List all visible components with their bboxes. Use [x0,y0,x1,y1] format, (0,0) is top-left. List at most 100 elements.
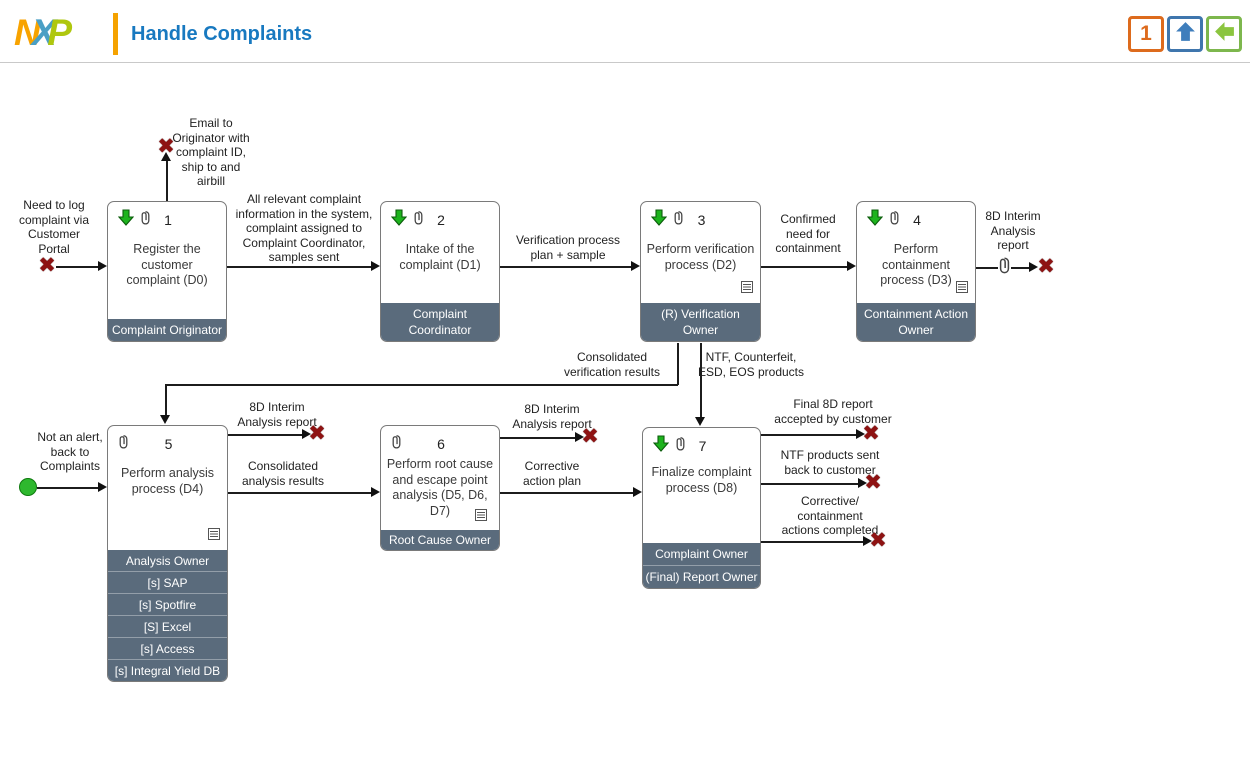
connector-line [166,160,168,201]
start-marker-icon [19,478,37,496]
node-roles: Analysis Owner [s] SAP [s] Spotfire [S] … [108,550,227,681]
system-label: [s] SAP [108,571,227,593]
paperclip-icon [998,256,1011,279]
paperclip-icon [391,434,402,454]
paperclip-icon [140,210,151,230]
edge-label: Consolidated analysis results [241,459,325,488]
node-body: 1 Register the customer complaint (D0) [108,202,226,319]
page-number-label: 1 [1140,22,1152,45]
node-title: Perform containment process (D3) [880,242,952,287]
node-roles: Root Cause Owner [381,530,499,550]
connector-line [761,541,864,543]
logo-letter: N [14,12,41,53]
edge-label: Confirmed need for containment [775,212,841,256]
node-roles: Complaint Owner (Final) Report Owner [643,543,760,588]
edge-label: 8D Interim Analysis report [237,400,317,429]
connector-line [500,266,632,268]
arrowhead-icon [161,152,171,161]
process-node-3[interactable]: 3 Perform verification process (D2) (R) … [640,201,761,342]
node-title: Intake of the complaint (D1) [399,242,481,272]
connector-line [228,492,372,494]
node-body: 5 Perform analysis process (D4) [108,426,227,550]
node-title: Finalize complaint process (D8) [651,465,752,495]
system-label: [s] Spotfire [108,593,227,615]
paperclip-icon [673,210,684,230]
note-icon [475,508,487,526]
paperclip-icon [675,436,686,456]
arrowhead-icon [856,429,865,439]
node-title: Register the customer complaint (D0) [126,242,208,287]
connector-line [228,434,303,436]
node-number: 2 [437,212,445,228]
edge-label: 8D Interim Analysis report [512,402,592,431]
node-number: 6 [437,436,445,452]
node-body: 2 Intake of the complaint (D1) [381,202,499,303]
role-label: Complaint Originator [111,323,223,337]
system-label: [s] Access [108,637,227,659]
terminator-x-icon: ✖ [869,529,887,552]
process-node-4[interactable]: 4 Perform containment process (D3) Conta… [856,201,976,342]
logo-letter: P [47,12,72,53]
paperclip-icon [889,210,900,230]
process-node-2[interactable]: 2 Intake of the complaint (D1) Complaint… [380,201,500,342]
terminator-x-icon: ✖ [581,425,599,448]
edge-label: Corrective/ containment actions complete… [781,494,879,538]
terminator-x-icon: ✖ [862,422,880,445]
node-roles: (R) Verification Owner [641,303,760,341]
process-node-7[interactable]: 7 Finalize complaint process (D8) Compla… [642,427,761,589]
role-label: Containment Action Owner [863,307,969,337]
role-label: (R) Verification Owner [661,307,740,337]
edge-label: NTF, Counterfeit, ESD, EOS products [697,350,805,379]
node-title: Perform root cause and escape point anal… [386,457,494,518]
process-node-5[interactable]: 5 Perform analysis process (D4) Analysis… [107,425,228,682]
up-arrow-icon [1174,20,1197,48]
scroll-top-button[interactable] [1167,16,1203,52]
edge-label: Not an alert, back to Complaints [37,430,103,474]
logo-letter: X [31,12,57,53]
green-down-arrow-icon [652,435,670,457]
arrowhead-icon [371,261,380,271]
edge-label: Final 8D report accepted by customer [774,397,892,426]
green-down-arrow-icon [117,209,135,231]
process-node-1[interactable]: 1 Register the customer complaint (D0) C… [107,201,227,342]
process-node-6[interactable]: 6 Perform root cause and escape point an… [380,425,500,551]
green-down-arrow-icon [390,209,408,231]
connector-line [165,384,167,417]
node-roles: Complaint Originator [108,319,226,341]
paperclip-icon [118,434,129,454]
connector-line [761,266,848,268]
connector-line [227,266,372,268]
terminator-x-icon: ✖ [38,254,56,277]
node-title: Perform verification process (D2) [646,242,755,272]
edge-label: Consolidated verification results [563,350,661,379]
arrowhead-icon [575,432,584,442]
arrowhead-icon [633,487,642,497]
system-label: [S] Excel [108,615,227,637]
left-arrow-icon [1213,20,1236,48]
edge-label: NTF products sent back to customer [780,448,880,477]
nxp-logo: N X P [14,10,72,56]
page-number-button[interactable]: 1 [1128,16,1164,52]
node-roles: Containment Action Owner [857,303,975,341]
arrowhead-icon [631,261,640,271]
edge-label: Verification process plan + sample [515,233,621,262]
back-button[interactable] [1206,16,1242,52]
node-number: 3 [697,212,706,228]
node-body: 6 Perform root cause and escape point an… [381,426,499,530]
connector-line [165,384,678,386]
role-label: Root Cause Owner [388,533,492,547]
role-label: Analysis Owner [125,553,210,568]
connector-line [700,343,702,419]
arrowhead-icon [863,536,872,546]
node-number: 4 [913,212,921,228]
brand-divider-bar [113,13,118,55]
connector-line [761,434,857,436]
node-title: Perform analysis process (D4) [120,466,215,496]
green-down-arrow-icon [650,209,668,231]
arrowhead-icon [847,261,856,271]
arrowhead-icon [695,417,705,426]
node-number: 1 [164,212,172,228]
arrowhead-icon [1029,262,1038,272]
terminator-x-icon: ✖ [864,471,882,494]
note-icon [956,280,968,298]
